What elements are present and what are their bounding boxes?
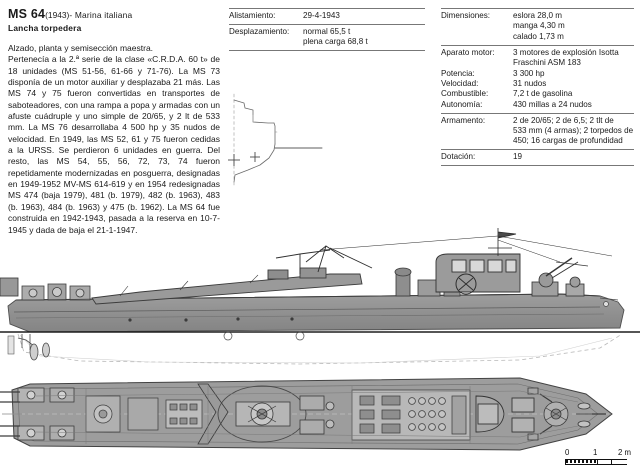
spec-value-displacement: normal 65,5 t plena carga 68,8 t [303,27,425,48]
article-body: Alzado, planta y semisección maestra. Pe… [8,43,220,236]
spec-row-commissioning: Alistamiento: 29-4-1943 [229,8,425,24]
spec-value-speed: 31 nudos [513,78,547,88]
stern-deck-equipment [0,387,75,441]
article-text-column: MS 64(1943)- Marina italiana Lancha torp… [8,7,220,236]
ship-plan-drawing [0,377,613,451]
displacement-normal: normal 65,5 t [303,26,351,36]
spec-value-fuel: 7,2 t de gasolina [513,89,573,99]
spec-row-machinery: Aparato motor: 3 motores de explosión Is… [441,44,634,113]
spec-value-crew: 19 [513,152,523,162]
spec-row-armament: Armamento: 2 de 20/65; 2 de 6,5; 2 tlt d… [441,112,634,150]
ship-profile-drawing [0,228,640,365]
armament-line-3: 450; 16 cargas de profundidad [513,136,623,146]
aft-mast-derrick [275,245,373,274]
forward-deck-plan [527,387,606,441]
spec-value-range: 430 millas a 24 nudos [513,99,592,109]
ship-navy: - Marina italiana [69,10,133,20]
scale-ruler [565,459,627,465]
mainmast-rigging [319,228,613,263]
displacement-full: plena carga 68,8 t [303,37,368,47]
spec-line-power: Potencia: 3 300 hp [441,69,634,79]
deck-framing [35,386,579,444]
dimension-beam: manga 4,30 m [513,21,565,31]
spec-line-engine: Aparato motor: 3 motores de explosión Is… [441,48,634,69]
scale-labels: 0 1 2 m [565,448,637,458]
spec-value-commissioning: 29-4-1943 [303,11,425,21]
hull-scuttles [128,317,294,322]
spec-label-armament: Armamento: [441,115,486,125]
engine-line-1: 3 motores de explosión Isotta [513,47,619,57]
commissioning-date: 29-4-1943 [303,11,340,20]
scale-tick-1: 1 [593,448,598,457]
spec-value-power: 3 300 hp [513,68,545,78]
armament-line-2: 533 mm (4 armas); 2 torpedos de [513,126,634,136]
specification-table-left: Alistamiento: 29-4-1943 Desplazamiento: … [229,8,425,52]
views-caption: Alzado, planta y semisección maestra. [8,43,154,53]
stern-running-gear [7,334,50,361]
ship-year: (1943) [45,10,70,20]
midship-section-drawing [228,93,323,188]
scale-ruler-midtick [611,460,612,464]
scale-bar: 0 1 2 m [565,448,637,472]
spec-value-engine: 3 motores de explosión Isotta Fraschini … [513,48,634,69]
engine-room-plan [351,389,471,441]
scale-tick-0: 0 [565,448,570,457]
page-title: MS 64(1943)- Marina italiana Lancha torp… [8,7,220,34]
section-reference-marks [228,152,260,166]
spec-row-crew: Dotación: 19 [441,149,634,167]
spec-value-armament: 2 de 20/65; 2 de 6,5; 2 tlt de 533 mm (4… [513,116,634,147]
hull-numbers [223,331,305,341]
spec-label-range: Autonomía: [441,99,483,109]
midship-machinery [197,383,335,445]
ship-type-subtitle: Lancha torpedera [8,23,82,33]
spec-label-speed: Velocidad: [441,78,479,88]
dimension-draft: calado 1,73 m [513,31,564,41]
forward-armament [531,257,589,297]
bow-fittings [599,297,619,307]
spec-label-fuel: Combustible: [441,89,489,99]
depth-charge-racks [19,283,93,301]
ship-history-text: Pertenecía a la 2.ª serie de la clase «C… [8,54,220,235]
spec-line-fuel: Combustible: 7,2 t de gasolina [441,89,634,99]
spec-label-commissioning: Alistamiento: [229,11,276,20]
spec-row-displacement: Desplazamiento: normal 65,5 t plena carg… [229,23,425,52]
bridge-wheelhouse [435,253,521,295]
spec-label-power: Potencia: [441,68,475,78]
spec-line-range: Autonomía: 430 millas a 24 nudos [441,100,634,110]
spec-label-displacement: Desplazamiento: [229,26,290,36]
dimension-length: eslora 28,0 m [513,11,563,20]
spec-label-engine: Aparato motor: [441,47,495,57]
scale-tick-2: 2 m [618,448,631,457]
ship-name: MS 64 [8,7,46,21]
aft-deck-hatches [85,395,203,433]
spec-line-speed: Velocidad: 31 nudos [441,79,634,89]
scale-ruler-right-half [597,460,627,464]
spec-label-crew: Dotación: [441,152,476,162]
spec-label-dimensions: Dimensiones: [441,11,491,20]
underwater-hull [17,333,623,365]
spec-value-dimensions: eslora 28,0 m manga 4,30 m calado 1,73 m [513,11,634,42]
armament-line-1: 2 de 20/65; 2 de 6,5; 2 tlt de [513,115,614,125]
specification-table-right: Dimensiones: eslora 28,0 m manga 4,30 m … [441,8,634,167]
engine-line-2: Fraschini ASM 183 [513,58,581,68]
spec-row-dimensions: Dimensiones: eslora 28,0 m manga 4,30 m … [441,8,634,45]
